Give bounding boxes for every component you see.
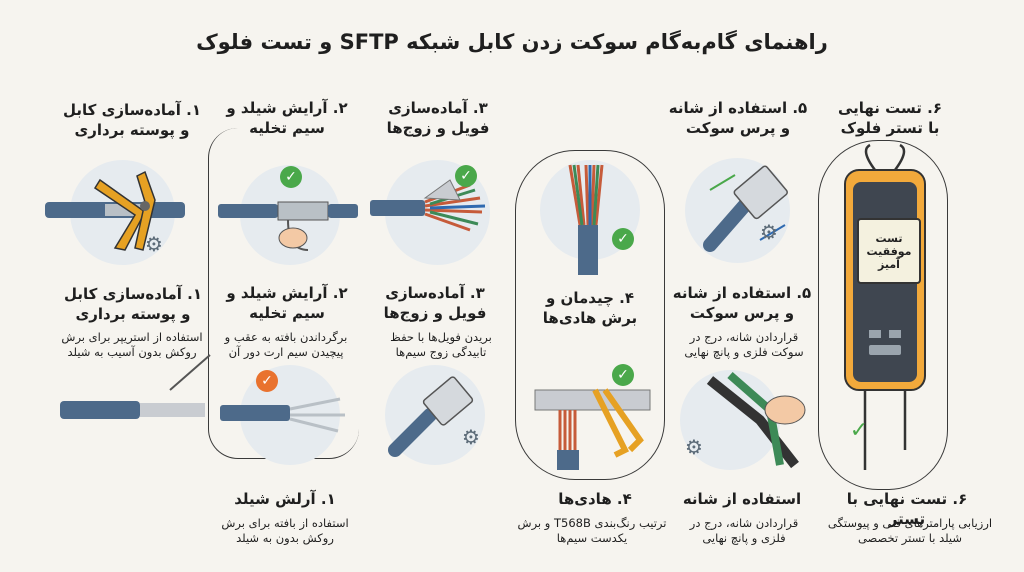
gear-icon: ⚙: [145, 232, 163, 256]
rj45-plug-illustration: [388, 376, 474, 457]
t568b-wires-illustration: [568, 164, 604, 275]
step3-mid-heading: ۳. آماده‌سازی فویل و زوج‌ها: [383, 284, 487, 322]
shield-braid-illustration: [218, 201, 358, 251]
check-icon: ✓: [612, 228, 634, 250]
bottom-step6-heading: ۶. تست نهایی با تستر: [846, 490, 968, 528]
wire-cutter-illustration: [534, 388, 651, 470]
step6-top-heading: ۶. تست نهایی با تستر فلوک: [837, 99, 943, 137]
section-frame-tester: [818, 140, 948, 490]
step2-top-heading: ۲. آرایش شیلد و سیم تخلیه: [226, 99, 348, 137]
step5-mid-desc: قراردادن شانه، درج در سوکت فلزی و پانچ ن…: [684, 330, 804, 359]
step4-mid-heading: ۴. چیدمان و برش هادی‌ها: [542, 289, 638, 327]
bottom-step4-desc: ترتیب رنگ‌بندی T568B و برش یکدست سیم‌ها: [517, 516, 667, 545]
cable-stripping-illustration: [60, 354, 211, 419]
check-icon: ✓: [280, 166, 302, 188]
bottom-step5-desc: قراردادن شانه، درج در فلزی و پانچ نهایی: [689, 516, 799, 545]
gear-icon: ⚙: [760, 220, 778, 244]
warning-icon: ✓: [256, 370, 278, 392]
step3-top-heading: ۳. آماده‌سازی فویل و زوج‌ها: [386, 99, 490, 137]
check-icon: ✓: [849, 418, 869, 443]
bottom-step6-desc: ارزیابی پارامترهای فنی و پیوستگی شیلد با…: [827, 516, 993, 545]
step1-mid-desc: استفاده از استریپر برای برش روکش بدون آس…: [61, 330, 203, 359]
step5-mid-heading: ۵. استفاده از شانه و پرس سوکت: [672, 284, 812, 322]
bottom-step1-desc: استفاده از بافته برای برش روکش بدون به ش…: [221, 516, 349, 545]
stripper-tool-illustration: [45, 170, 185, 251]
foil-pairs-illustration: [370, 179, 486, 232]
step1-top-heading: ۱. آماده‌سازی کابل و پوسته برداری: [62, 101, 202, 139]
braid-fold-illustration: [220, 397, 345, 433]
gear-icon: ⚙: [462, 425, 480, 449]
step1-mid-heading: ۱. آماده‌سازی کابل و پوسته برداری: [63, 285, 203, 323]
bottom-step4-heading: ۴. هادی‌ها: [558, 490, 632, 508]
page-title: راهنمای گام‌به‌گام سوکت زدن کابل شبکه SF…: [196, 30, 828, 54]
step5-top-heading: ۵. استفاده از شانه و پرس سوکت: [668, 99, 808, 137]
check-icon: ✓: [612, 364, 634, 386]
step3-mid-desc: بریدن فویل‌ها با حفظ تابیدگی زوج سیم‌ها: [390, 330, 492, 359]
step2-mid-heading: ۲. آرایش شیلد و سیم تخلیه: [226, 284, 348, 322]
step2-mid-desc: برگرداندن بافته به عقب و پیچیدن سیم ارت …: [224, 330, 348, 359]
crimping-tool-illustration: [706, 371, 806, 469]
tester-screen: تست موفقیت آمیز: [857, 218, 921, 284]
section-frame-conductors: [515, 150, 665, 480]
connector-insert-illustration: [703, 165, 788, 252]
gear-icon: ⚙: [685, 435, 703, 459]
bottom-step1-heading: ۱. آرلش شیلد: [234, 490, 336, 508]
bottom-step5-heading: استفاده از شانه: [682, 490, 802, 508]
check-icon: ✓: [455, 165, 477, 187]
